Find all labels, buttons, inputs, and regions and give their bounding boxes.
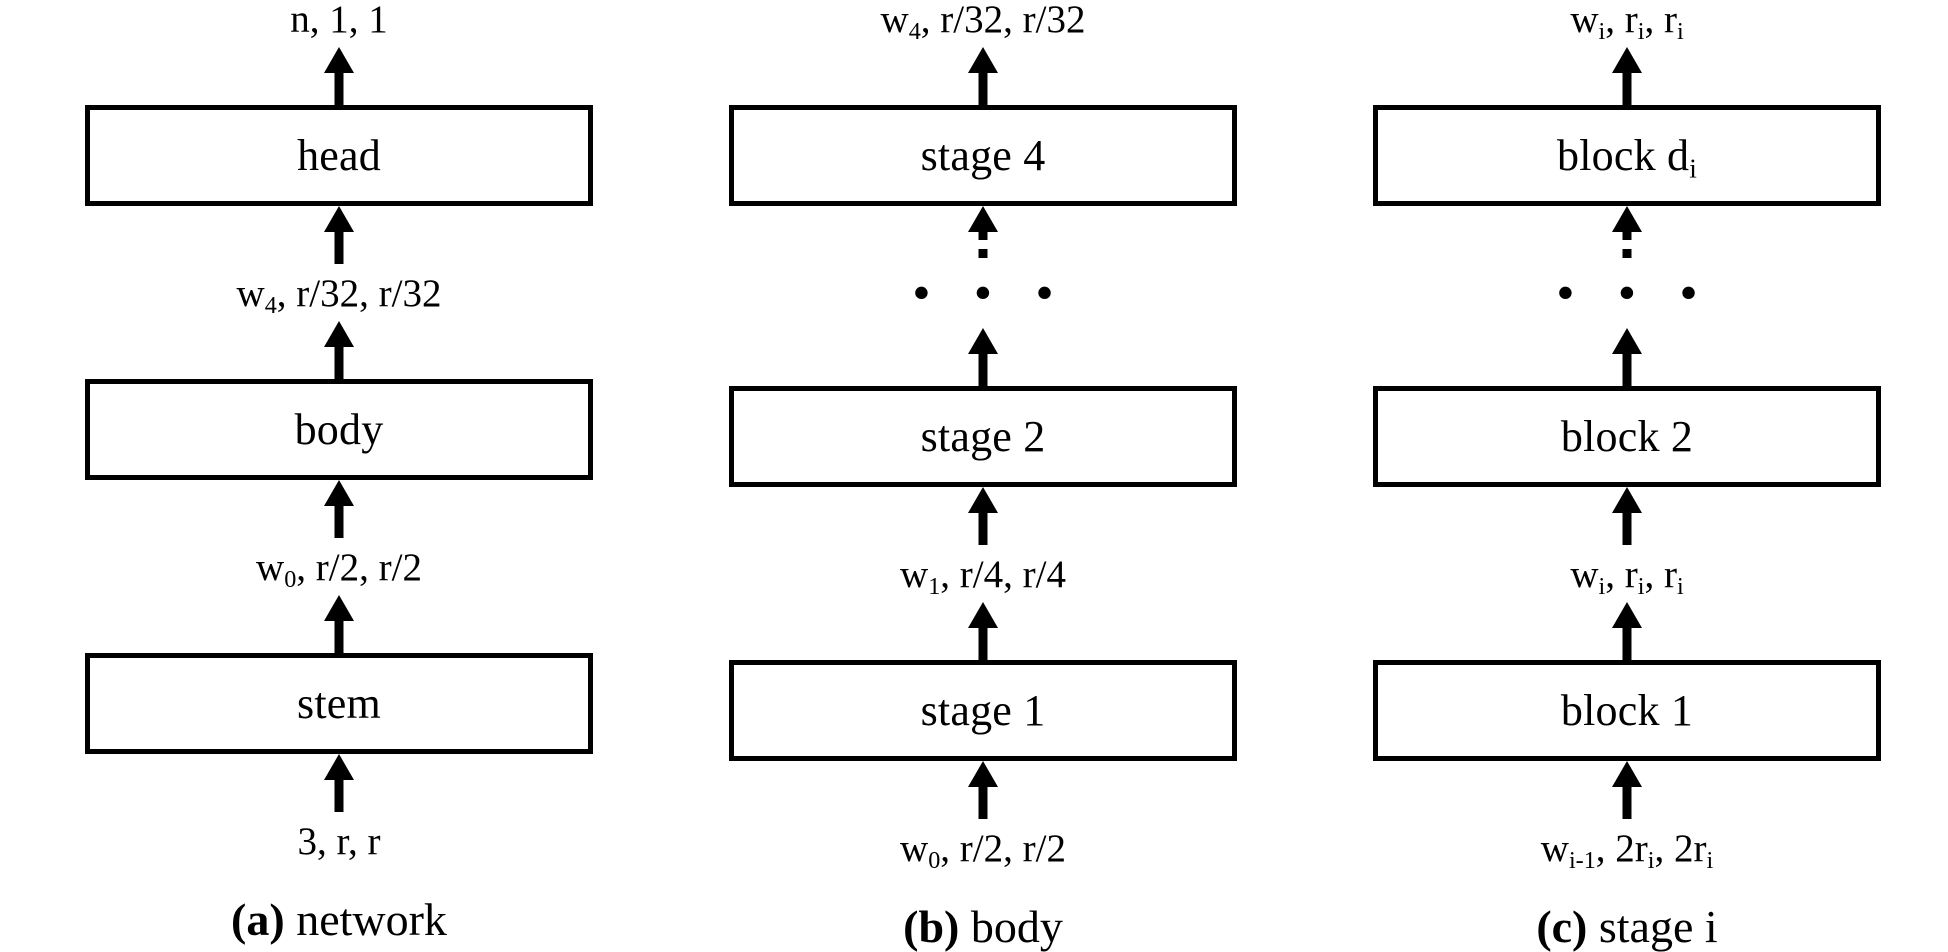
head-box-label: head: [297, 130, 381, 180]
arrow-stage1-to-stage2: [968, 487, 998, 545]
arrow-into-body: [324, 595, 354, 653]
block-2-box-label: block 2: [1560, 411, 1694, 461]
block-d-box-label: block di: [1557, 130, 1697, 184]
output-shape: n, 1, 1: [290, 0, 388, 41]
body-output-shape: w4, r/32, r/32: [236, 272, 442, 319]
arrow-into-stage2: [968, 602, 998, 660]
arrow-into-stage4: [968, 206, 998, 258]
block-1-box[interactable]: block 1: [1373, 660, 1881, 761]
stage4-output-shape: w4, r/32, r/32: [880, 0, 1086, 45]
arrow-block1-to-block2: [1612, 487, 1642, 545]
stage-4-box-label: stage 4: [920, 130, 1046, 180]
stage-2-box[interactable]: stage 2: [729, 386, 1237, 487]
blockd-output-shape: wi, ri, ri: [1570, 0, 1684, 45]
arrow-head-out: [324, 47, 354, 105]
stem-output-shape: w0, r/2, r/2: [256, 546, 422, 593]
head-box[interactable]: head: [85, 105, 593, 206]
arrow-block2-out: [1612, 328, 1642, 386]
arrow-stage2-out: [968, 328, 998, 386]
block1-output-shape: wi, ri, ri: [1570, 553, 1684, 600]
stage-1-box[interactable]: stage 1: [729, 660, 1237, 761]
block-d-box[interactable]: block di: [1373, 105, 1881, 206]
arrow-into-blockd: [1612, 206, 1642, 258]
arrow-into-stem: [324, 754, 354, 812]
arrow-into-block2: [1612, 602, 1642, 660]
panel-caption-tag: (a): [231, 894, 285, 945]
panel-caption-text: body: [959, 901, 1063, 952]
block-ellipsis: • • •: [1557, 267, 1714, 318]
arrow-body-to-head: [324, 206, 354, 264]
stage-ellipsis: • • •: [913, 267, 1070, 318]
arrow-into-block1: [1612, 761, 1642, 819]
panel-caption-stage-i: (c) stage i: [1536, 904, 1717, 950]
stage-2-box-label: stage 2: [920, 411, 1046, 461]
panel-caption-body: (b) body: [903, 904, 1063, 950]
block-1-box-label: block 1: [1560, 685, 1694, 735]
panel-caption-tag: (c): [1536, 901, 1588, 952]
panel-stage-i: wi, ri, ri block di • • • block 2 wi, ri, ri…: [1312, 0, 1942, 952]
input-shape: 3, r, r: [297, 820, 381, 863]
panel-caption-network: (a) network: [231, 897, 447, 943]
body-input-shape: w0, r/2, r/2: [900, 827, 1066, 874]
body-box[interactable]: body: [85, 379, 593, 480]
arrow-stage4-out: [968, 47, 998, 105]
arrow-stem-to-body: [324, 480, 354, 538]
arrow-into-stage1: [968, 761, 998, 819]
stage-input-shape: wi-1, 2ri, 2ri: [1540, 827, 1714, 874]
panel-caption-text: stage i: [1587, 901, 1718, 952]
panel-caption-tag: (b): [903, 901, 960, 952]
stage1-output-shape: w1, r/4, r/4: [900, 553, 1066, 600]
panel-body: w4, r/32, r/32 stage 4 • • • stage 2 w1, r/4…: [668, 0, 1298, 952]
stage-4-box[interactable]: stage 4: [729, 105, 1237, 206]
body-box-label: body: [294, 404, 384, 454]
arrow-into-head: [324, 321, 354, 379]
arrow-blockd-out: [1612, 47, 1642, 105]
stem-box[interactable]: stem: [85, 653, 593, 754]
panel-caption-text: network: [284, 894, 447, 945]
block-2-box[interactable]: block 2: [1373, 386, 1881, 487]
stem-box-label: stem: [297, 678, 381, 728]
panel-network: n, 1, 1 head w4, r/32, r/32 body w0, r/2, r/…: [24, 0, 654, 952]
stage-1-box-label: stage 1: [920, 685, 1046, 735]
